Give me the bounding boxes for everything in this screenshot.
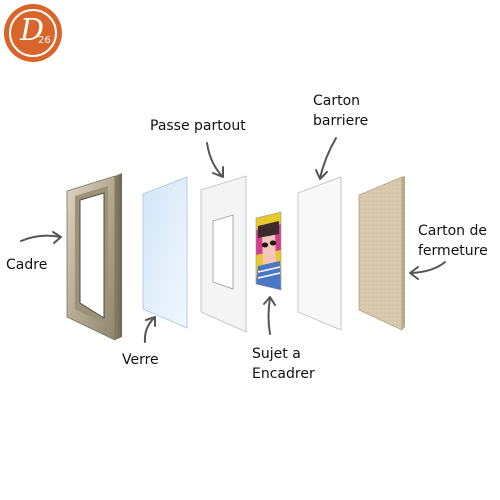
arrow-cadre	[20, 234, 61, 242]
label-carton-fermeture-line1: Carton de	[418, 223, 487, 239]
arrow-verre-head	[145, 316, 156, 327]
brand-logo-letter: D	[20, 13, 45, 48]
label-cadre: Cadre	[6, 257, 48, 273]
arrow-carton-barriere	[319, 137, 337, 179]
label-sujet-line2: Encadrer	[252, 366, 315, 382]
arrow-carton-fermeture	[410, 261, 446, 274]
label-carton-fermeture-line2: fermeture	[418, 243, 488, 259]
backing-layer	[358, 176, 405, 331]
backing-board	[358, 176, 403, 331]
frame-opening	[79, 192, 105, 319]
artwork-glasses-left	[261, 242, 269, 248]
arrow-passe-partout	[206, 142, 223, 177]
arrow-verre	[143, 317, 155, 343]
artwork-hair	[258, 221, 279, 238]
artwork-stripes	[257, 266, 281, 273]
artwork-layer	[255, 211, 282, 291]
frame-layer	[66, 173, 122, 341]
backing-edge	[402, 176, 405, 330]
arrow-sujet	[267, 297, 271, 335]
artwork-stripes-2	[257, 272, 281, 279]
mat-layer	[200, 175, 247, 333]
label-carton-barriere-line1: Carton	[313, 93, 361, 109]
arrow-cadre-head	[52, 231, 62, 244]
label-passe-partout: Passe partout	[150, 118, 246, 134]
label-sujet-line1: Sujet a	[252, 346, 301, 362]
label-carton-barriere-line2: barriere	[313, 113, 369, 129]
arrow-sujet-head	[263, 296, 276, 306]
barrier-board	[297, 176, 342, 331]
brand-logo-number: 26	[38, 35, 51, 46]
arrow-carton-barriere-head	[315, 169, 328, 180]
artwork-face	[262, 233, 276, 265]
label-verre: Verre	[122, 352, 159, 368]
artwork-glasses-right	[269, 240, 277, 246]
brand-logo-ring: D 26	[9, 9, 57, 57]
artwork-outline	[255, 211, 282, 291]
frame-right-edge	[115, 173, 122, 340]
mat-window	[212, 214, 234, 290]
arrow-carton-fermeture-head	[409, 266, 419, 280]
brand-logo: D 26	[4, 4, 62, 62]
glass-pane	[142, 176, 188, 329]
arrow-passe-partout-head	[212, 166, 224, 178]
